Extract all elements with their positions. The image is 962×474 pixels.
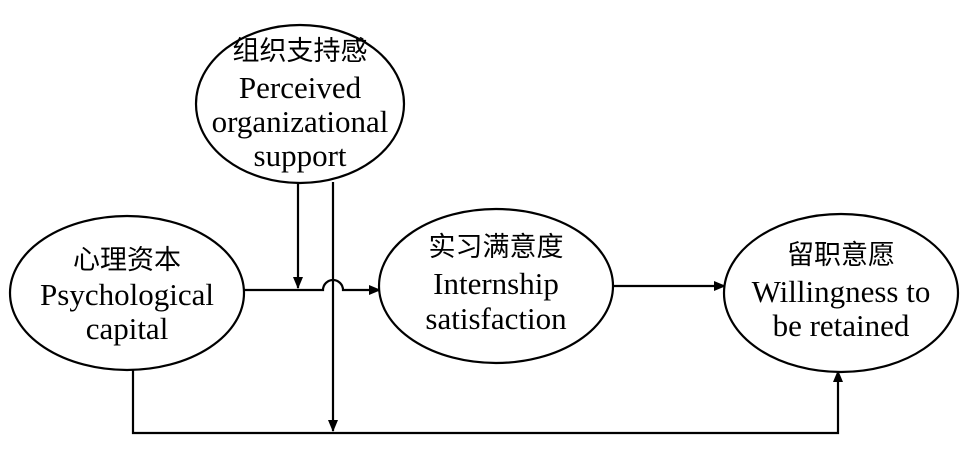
node-psy-cn-label: 心理资本 [73, 245, 181, 276]
edge-psy-to-sat [243, 278, 381, 295]
node-willingness-to-be-retained: 留职意愿 Willingness to be retained [722, 212, 960, 374]
node-psy-en-line-2: capital [86, 311, 169, 346]
node-psychological-capital: 心理资本 Psychological capital [8, 214, 246, 372]
node-psy-en-line-1: Psychological [40, 277, 214, 312]
edge-psy-to-ret [131, 370, 843, 435]
node-sat-cn-label: 实习满意度 [429, 232, 564, 263]
node-sat-en-line-1: Internship [433, 266, 559, 301]
node-internship-satisfaction: 实习满意度 Internship satisfaction [377, 207, 615, 365]
node-ret-en-line-2: be retained [773, 308, 910, 343]
node-perceived-organizational-support: 组织支持感 Perceived organizational support [194, 23, 406, 185]
edges [131, 172, 843, 435]
node-pos-en-line-3: support [254, 138, 347, 173]
node-ret-en-line-1: Willingness to [752, 274, 931, 309]
node-pos-cn-label: 组织支持感 [233, 36, 368, 67]
node-sat-en-line-2: satisfaction [425, 301, 567, 336]
node-pos-en-line-2: organizational [212, 104, 389, 139]
node-pos-en-line-1: Perceived [239, 70, 362, 105]
node-ret-cn-label: 留职意愿 [787, 240, 895, 271]
